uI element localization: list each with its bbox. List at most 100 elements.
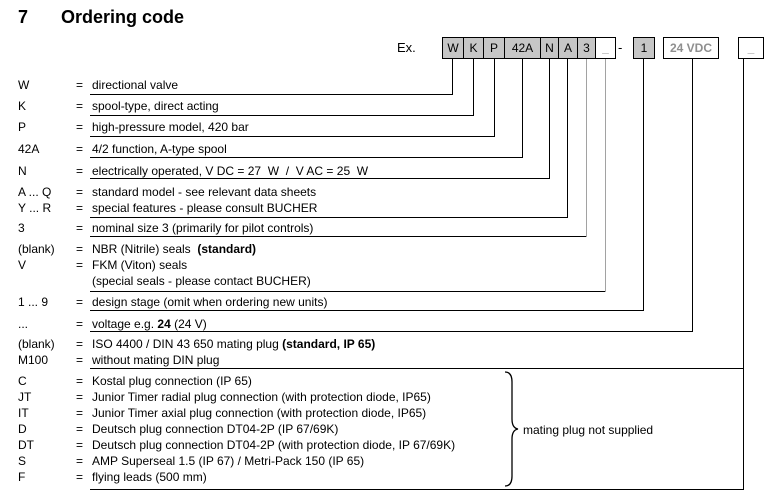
connector-line xyxy=(452,59,453,95)
row-equals: = xyxy=(76,454,84,468)
group-brace xyxy=(504,371,519,487)
brace-note: mating plug not supplied xyxy=(523,423,654,437)
row-code: ... xyxy=(18,317,29,331)
row-equals: = xyxy=(76,353,84,367)
row-equals: = xyxy=(76,422,84,436)
row-description: nominal size 3 (primarily for pilot cont… xyxy=(92,222,313,235)
row-description: special features - please consult BUCHER xyxy=(92,202,317,215)
underline xyxy=(90,236,587,237)
row-code: V xyxy=(18,258,27,272)
row-code: F xyxy=(18,470,26,484)
row-equals: = xyxy=(76,99,84,113)
underline xyxy=(90,291,606,292)
row-description: electrically operated, V DC = 27 W / V A… xyxy=(92,165,368,178)
row-equals: = xyxy=(76,142,84,156)
underline xyxy=(90,368,744,369)
row-description: 4/2 function, A-type spool xyxy=(92,143,227,156)
connector-line xyxy=(473,59,474,116)
row-description-part: flying leads (500 mm) xyxy=(92,470,207,484)
code-box-24-vdc: 24 VDC xyxy=(663,37,719,59)
connector-line xyxy=(643,59,644,311)
row-description: spool-type, direct acting xyxy=(92,100,219,113)
row-description-part: spool-type, direct acting xyxy=(92,99,219,113)
row-description: without mating DIN plug xyxy=(92,354,219,367)
row-description-part: Junior Timer axial plug connection (with… xyxy=(92,406,427,420)
row-equals: = xyxy=(76,185,84,199)
row-description-part: AMP Superseal 1.5 (IP 67) / Metri-Pack 1… xyxy=(92,454,365,468)
row-description: Junior Timer axial plug connection (with… xyxy=(92,407,426,420)
row-description-part: (special seals - please contact BUCHER) xyxy=(92,274,311,288)
code-box-blank-7: _ xyxy=(595,37,616,59)
code-box-w: W xyxy=(442,37,464,59)
code-box-1: 1 xyxy=(633,37,655,59)
underline xyxy=(90,331,693,332)
connector-line xyxy=(549,59,550,179)
row-equals: = xyxy=(76,295,84,309)
code-separator-dash: - xyxy=(618,40,623,55)
row-equals: = xyxy=(76,201,84,215)
row-description: design stage (omit when ordering new uni… xyxy=(92,296,327,309)
underline xyxy=(90,157,523,158)
row-description-part: standard model - see relevant data sheet… xyxy=(92,185,317,199)
connector-line xyxy=(522,59,523,158)
row-code: 3 xyxy=(18,221,25,235)
row-code: W xyxy=(18,78,30,92)
row-description-part: ISO 4400 / DIN 43 650 mating plug xyxy=(92,337,283,351)
code-box-p: P xyxy=(483,37,505,59)
row-description-part: NBR (Nitrile) seals xyxy=(92,242,198,256)
row-description-part: Deutsch plug connection DT04-2P (with pr… xyxy=(92,438,456,452)
row-equals: = xyxy=(76,406,84,420)
connector-line xyxy=(567,59,568,218)
connector-line xyxy=(692,59,693,332)
row-equals: = xyxy=(76,78,84,92)
section-number: 7 xyxy=(18,7,29,27)
row-code: K xyxy=(18,99,27,113)
row-equals: = xyxy=(76,221,84,235)
underline xyxy=(90,115,474,116)
row-description: AMP Superseal 1.5 (IP 67) / Metri-Pack 1… xyxy=(92,455,364,468)
row-description: flying leads (500 mm) xyxy=(92,471,207,484)
row-code: 42A xyxy=(18,142,40,156)
underline xyxy=(90,217,568,218)
row-description: high-pressure model, 420 bar xyxy=(92,121,249,134)
underline xyxy=(90,94,453,95)
row-description: Kostal plug connection (IP 65) xyxy=(92,375,252,388)
row-description: Deutsch plug connection DT04-2P (IP 67/6… xyxy=(92,423,338,436)
row-description-part: (standard, IP 65) xyxy=(282,337,376,351)
row-description: Deutsch plug connection DT04-2P (with pr… xyxy=(92,439,455,452)
row-description-part: directional valve xyxy=(92,78,179,92)
row-equals: = xyxy=(76,120,84,134)
row-description-part: special features - please consult BUCHER xyxy=(92,201,318,215)
row-description-part: without mating DIN plug xyxy=(92,353,220,367)
row-description-part: high-pressure model, 420 bar xyxy=(92,120,249,134)
row-description: Junior Timer radial plug connection (wit… xyxy=(92,391,431,404)
row-description: (special seals - please contact BUCHER) xyxy=(92,275,311,288)
row-code: C xyxy=(18,374,27,388)
underline xyxy=(90,136,495,137)
row-equals: = xyxy=(76,317,84,331)
row-equals: = xyxy=(76,390,84,404)
underline xyxy=(90,178,550,179)
row-code: DT xyxy=(18,438,34,452)
row-description-part: Deutsch plug connection DT04-2P (IP 67/6… xyxy=(92,422,339,436)
row-description-part: 24 xyxy=(157,317,171,331)
row-equals: = xyxy=(76,374,84,388)
row-code: P xyxy=(18,120,27,134)
row-equals: = xyxy=(76,258,84,272)
row-code: IT xyxy=(18,406,29,420)
row-description: ISO 4400 / DIN 43 650 mating plug (stand… xyxy=(92,338,375,351)
row-code: 1 ... 9 xyxy=(18,295,49,309)
connector-line xyxy=(743,59,744,490)
row-description-part: (standard) xyxy=(197,242,257,256)
row-code: (blank) xyxy=(18,242,55,256)
row-description-part: Junior Timer radial plug connection (wit… xyxy=(92,390,431,404)
row-description-part: Kostal plug connection (IP 65) xyxy=(92,374,252,388)
row-code: M100 xyxy=(18,353,49,367)
row-code: N xyxy=(18,164,27,178)
code-box-3: 3 xyxy=(577,37,596,59)
row-description: directional valve xyxy=(92,79,178,92)
row-description: FKM (Viton) seals xyxy=(92,259,187,272)
row-code: (blank) xyxy=(18,337,55,351)
row-description-part: design stage (omit when ordering new uni… xyxy=(92,295,328,309)
